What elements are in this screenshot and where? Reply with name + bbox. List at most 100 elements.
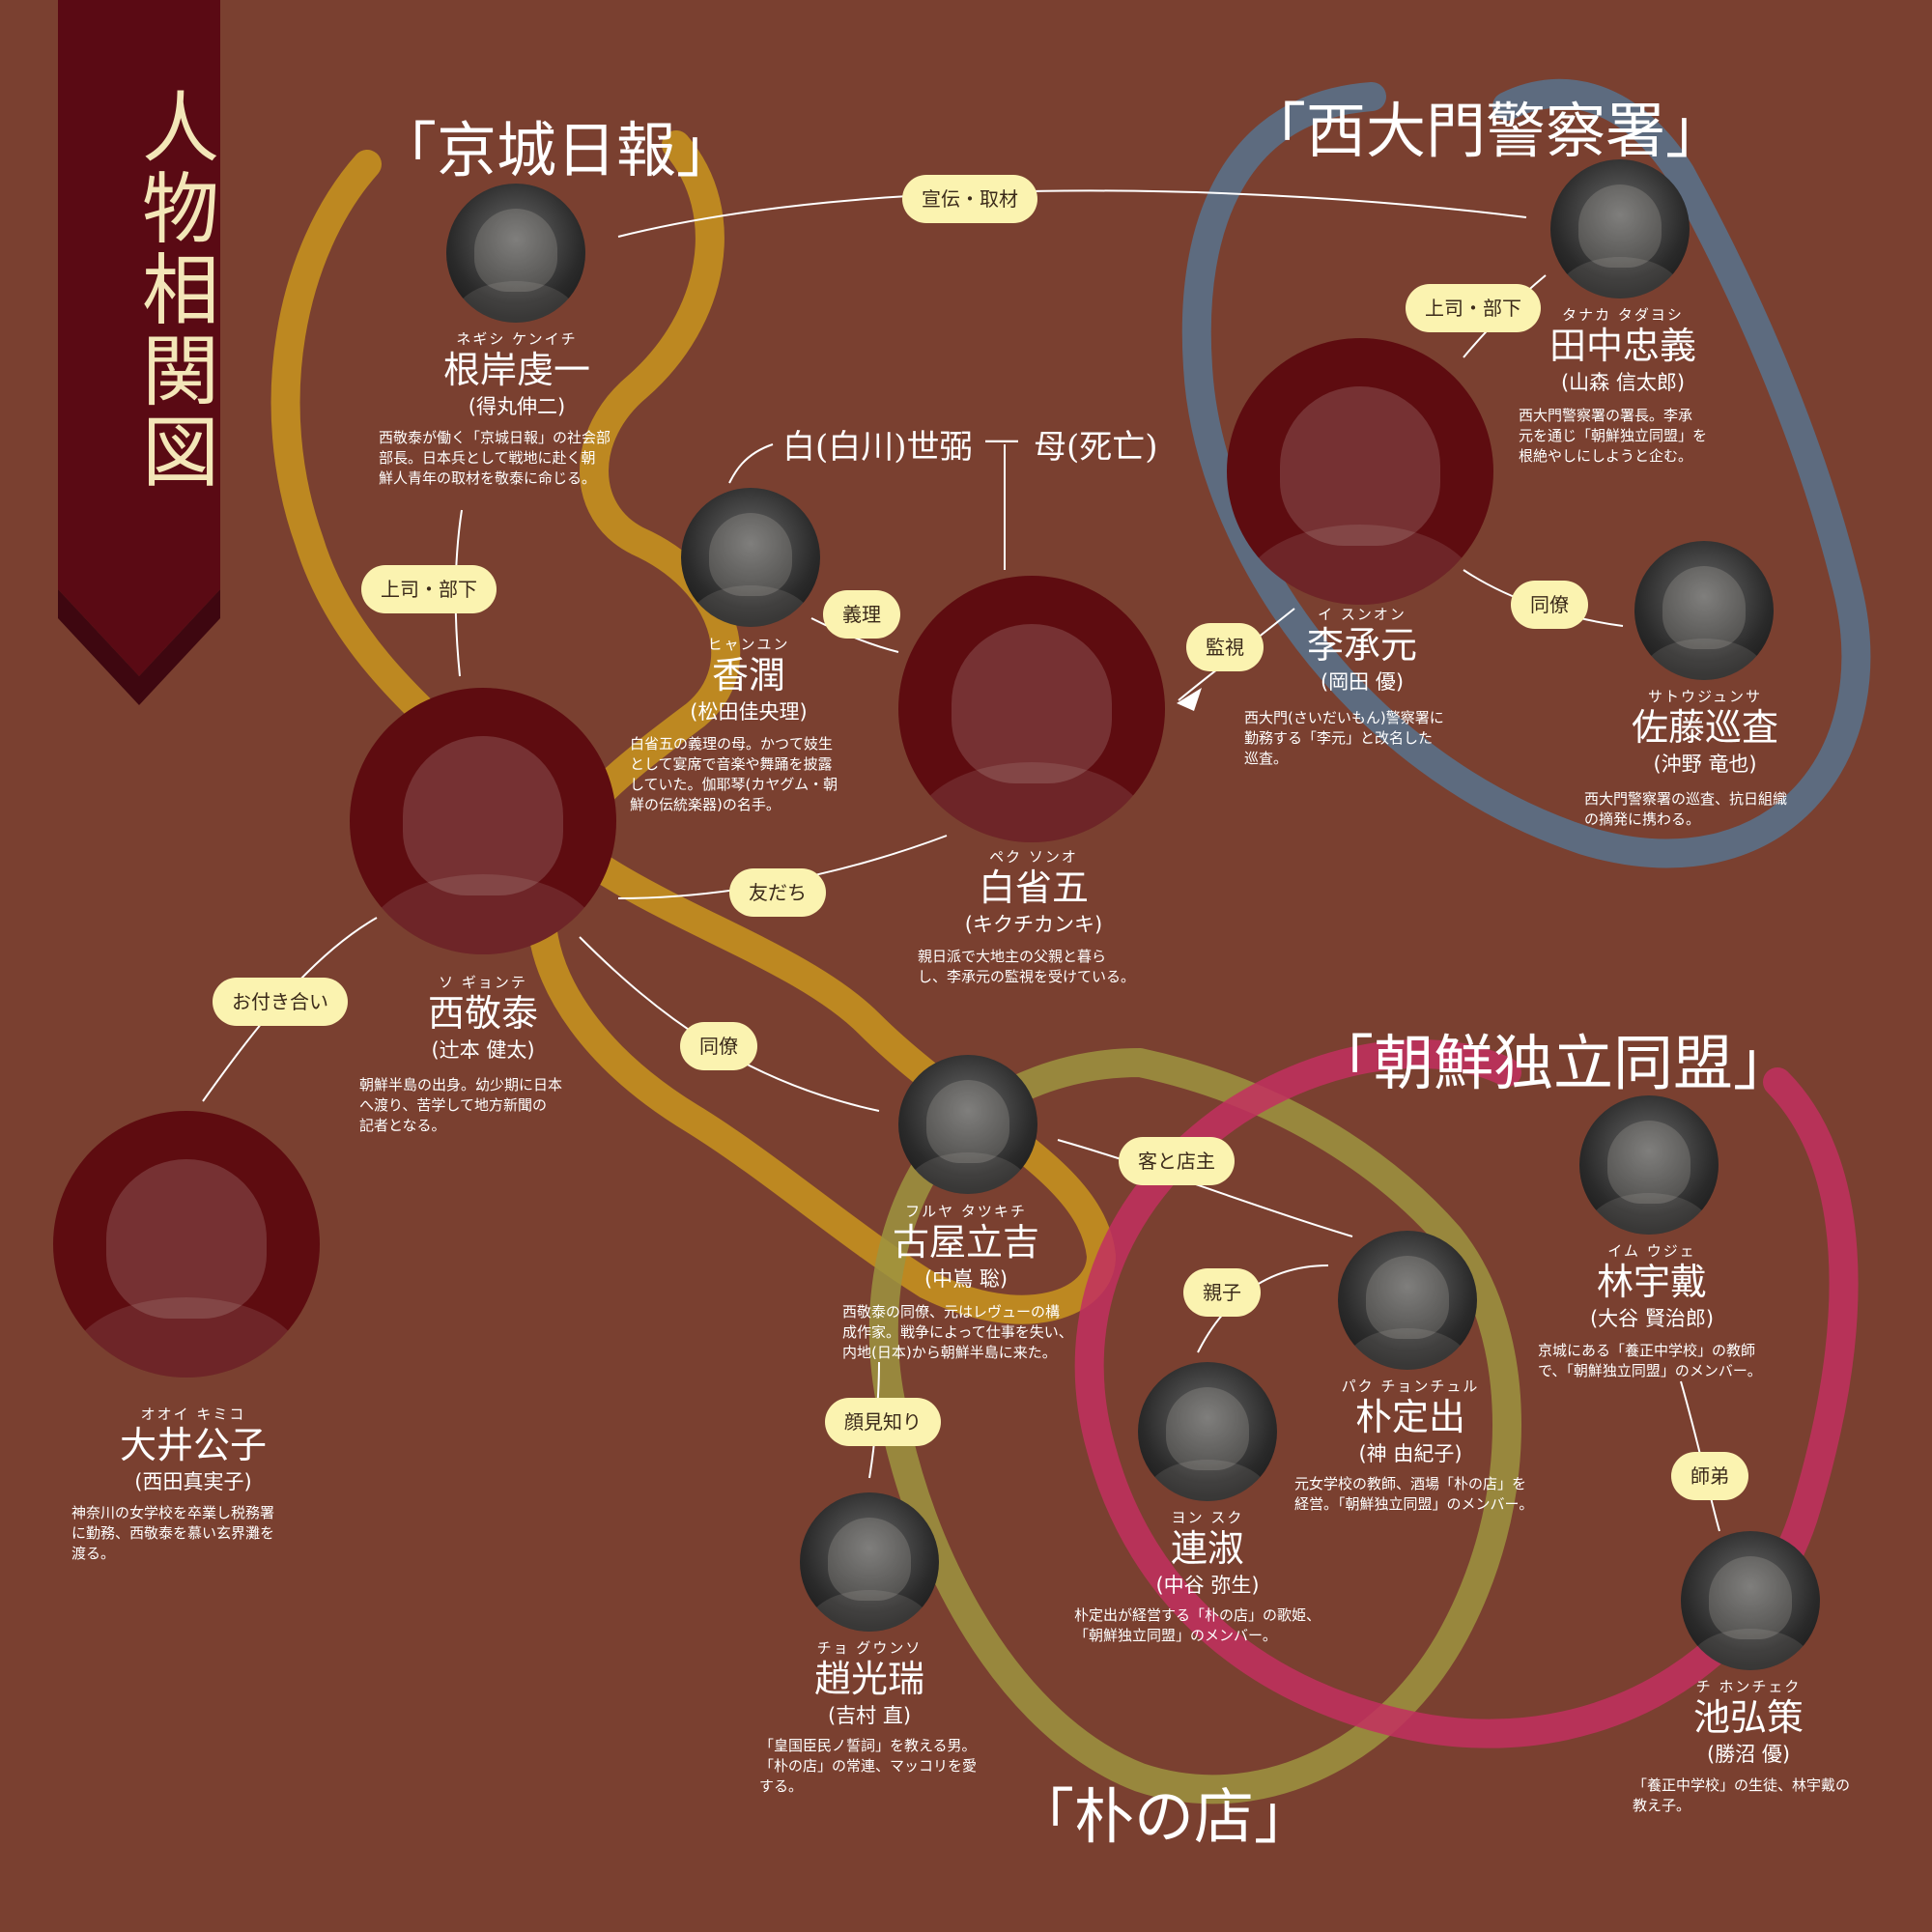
face-shape — [1606, 1120, 1691, 1205]
ruby: ソ ギョンテ — [439, 974, 527, 991]
person-chi: チ ホンチェク 池弘策 (勝沼 優) — [1633, 1676, 1864, 1768]
name: 古屋立吉 — [892, 1221, 1039, 1264]
face-shape — [952, 623, 1112, 784]
shoulder-shape — [914, 762, 1150, 842]
line-hyanyun-baek — [810, 617, 899, 653]
shoulder-shape — [1558, 256, 1682, 298]
ruby: チ ホンチェク — [1695, 1678, 1802, 1695]
shoulder-shape — [1146, 1459, 1269, 1501]
actor: (神 由紀子) — [1358, 1442, 1463, 1465]
portrait-park — [1338, 1231, 1477, 1370]
desc-im: 京城にある「養正中学校」の教師 で、「朝鮮独立同盟」のメンバー。 — [1538, 1342, 1762, 1379]
face-shape — [1708, 1555, 1793, 1640]
desc-hyanyun: 白省五の義理の母。かつて妓生 として宴席で音楽や舞踊を披露 していた。伽耶琴(カ… — [630, 735, 838, 813]
name: 李承元 — [1306, 624, 1417, 667]
actor: (勝沼 優) — [1706, 1743, 1791, 1766]
person-furuya: フルヤ タツキチ 古屋立吉 (中嶌 聡) — [850, 1201, 1082, 1293]
name: 香潤 — [711, 654, 785, 696]
actor: (松田佳央理) — [690, 700, 808, 724]
actor: (得丸伸二) — [468, 395, 566, 418]
portrait-im — [1579, 1095, 1719, 1235]
face-shape — [827, 1517, 912, 1602]
face-shape — [1165, 1386, 1250, 1471]
rel-oyako: 親子 — [1183, 1268, 1261, 1317]
rel-otsukiai: お付き合い — [213, 978, 348, 1026]
ruby: チョ グウンソ — [816, 1639, 923, 1657]
portrait-tanaka — [1550, 159, 1690, 298]
shoulder-shape — [1242, 525, 1478, 605]
group-boku-no-mise: 「朴の店」 — [1014, 1781, 1315, 1852]
person-sato: サトウジュンサ 佐藤巡査 (沖野 竜也) — [1594, 686, 1816, 778]
actor: (中嶌 聡) — [923, 1267, 1009, 1291]
portrait-cho — [800, 1492, 939, 1632]
ruby: オオイ キミコ — [140, 1406, 246, 1423]
actor: (中谷 弥生) — [1155, 1574, 1260, 1597]
rel-joshi-tanaka-ri: 上司・部下 — [1406, 284, 1541, 332]
shoulder-shape — [1689, 1628, 1812, 1670]
face-shape — [473, 208, 558, 293]
ruby: ペク ソンオ — [989, 848, 1078, 866]
actor: (山森 信太郎) — [1560, 371, 1686, 394]
name: 白省五 — [978, 867, 1089, 909]
ruby: ヒャンユン — [707, 636, 790, 653]
ruby: ネギシ ケンイチ — [456, 330, 578, 348]
name: 林宇戴 — [1596, 1261, 1707, 1303]
group-chosen-domei: 「朝鮮独立同盟」 — [1314, 1028, 1794, 1098]
shoulder-shape — [454, 280, 578, 323]
desc-negishi: 西敬泰が働く「京城日報」の社会部 部長。日本兵として戦地に赴く朝 鮮人青年の取材… — [379, 429, 611, 487]
title-banner — [58, 0, 220, 676]
portrait-hyanyun — [681, 488, 820, 627]
desc-ri: 西大門(さいだいもん)警察署に 勤務する「李元」と改名した 巡査。 — [1244, 709, 1444, 767]
rel-giri: 義理 — [823, 590, 900, 639]
shoulder-shape — [808, 1589, 931, 1632]
name: 趙光瑞 — [813, 1658, 924, 1700]
actor: (大谷 賢治郎) — [1589, 1307, 1715, 1330]
rel-kyaku: 客と店主 — [1119, 1137, 1235, 1185]
portrait-furuya — [898, 1055, 1037, 1194]
face-shape — [403, 735, 563, 896]
name: 朴定出 — [1354, 1396, 1465, 1438]
person-baek: ペク ソンオ 白省五 (キクチカンキ) — [918, 846, 1150, 938]
name: 田中忠義 — [1548, 325, 1696, 367]
desc-yon: 朴定出が経営する「朴の店」の歌姫、 「朝鮮独立同盟」のメンバー。 — [1074, 1606, 1321, 1644]
portrait-baek — [898, 576, 1165, 842]
rel-joshi-negishi-so: 上司・部下 — [361, 565, 497, 613]
desc-furuya: 西敬泰の同僚、元はレヴューの構 成作家。戦争によって仕事を失い、 内地(日本)か… — [842, 1303, 1073, 1361]
portrait-negishi — [446, 184, 585, 323]
person-park: パク チョンチュル 朴定出 (神 由紀子) — [1294, 1376, 1526, 1467]
actor: (辻本 健太) — [431, 1038, 535, 1062]
person-ooi: オオイ キミコ 大井公子 (西田真実子) — [77, 1404, 309, 1495]
rel-kanshi: 監視 — [1186, 623, 1264, 671]
portrait-ooi — [53, 1111, 320, 1378]
shoulder-shape — [1587, 1192, 1711, 1235]
desc-so: 朝鮮半島の出身。幼少期に日本 へ渡り、苦学して地方新聞の 記者となる。 — [359, 1076, 563, 1134]
actor: (キクチカンキ) — [964, 913, 1103, 936]
rel-shitei: 師弟 — [1671, 1452, 1748, 1500]
person-so: ソ ギョンテ 西敬泰 (辻本 健太) — [367, 972, 599, 1064]
rel-senden: 宣伝・取材 — [902, 175, 1037, 223]
actor: (沖野 竜也) — [1653, 753, 1757, 776]
label-dash: ― — [985, 420, 1018, 459]
desc-park: 元女学校の教師、酒場「朴の店」を 経営。「朝鮮独立同盟」のメンバー。 — [1294, 1475, 1534, 1513]
shoulder-shape — [1642, 638, 1766, 680]
portrait-yon — [1138, 1362, 1277, 1501]
face-shape — [1577, 184, 1662, 269]
title-banner-shadow — [58, 589, 220, 705]
shoulder-shape — [69, 1297, 304, 1378]
person-hyanyun: ヒャンユン 香潤 (松田佳央理) — [638, 634, 860, 725]
ruby: フルヤ タツキチ — [905, 1203, 1027, 1220]
person-yon: ヨン スク 連淑 (中谷 弥生) — [1092, 1507, 1323, 1599]
group-keijo-nippo: 「京城日報」 — [377, 115, 737, 185]
face-shape — [1365, 1255, 1450, 1340]
portrait-so — [350, 688, 616, 954]
desc-ooi: 神奈川の女学校を卒業し税務署 に勤務、西敬泰を慕い玄界灘を 渡る。 — [71, 1504, 275, 1562]
portrait-ri — [1227, 338, 1493, 605]
rel-kaomishiri: 顔見知り — [825, 1398, 941, 1446]
name: 佐藤巡査 — [1631, 706, 1778, 749]
desc-tanaka: 西大門警察署の署長。李承 元を通じ「朝鮮独立同盟」を 根絶やしにしようと企む。 — [1519, 407, 1708, 465]
name: 大井公子 — [119, 1424, 267, 1466]
face-shape — [925, 1079, 1010, 1164]
ring-seidaimon — [1181, 78, 1871, 868]
